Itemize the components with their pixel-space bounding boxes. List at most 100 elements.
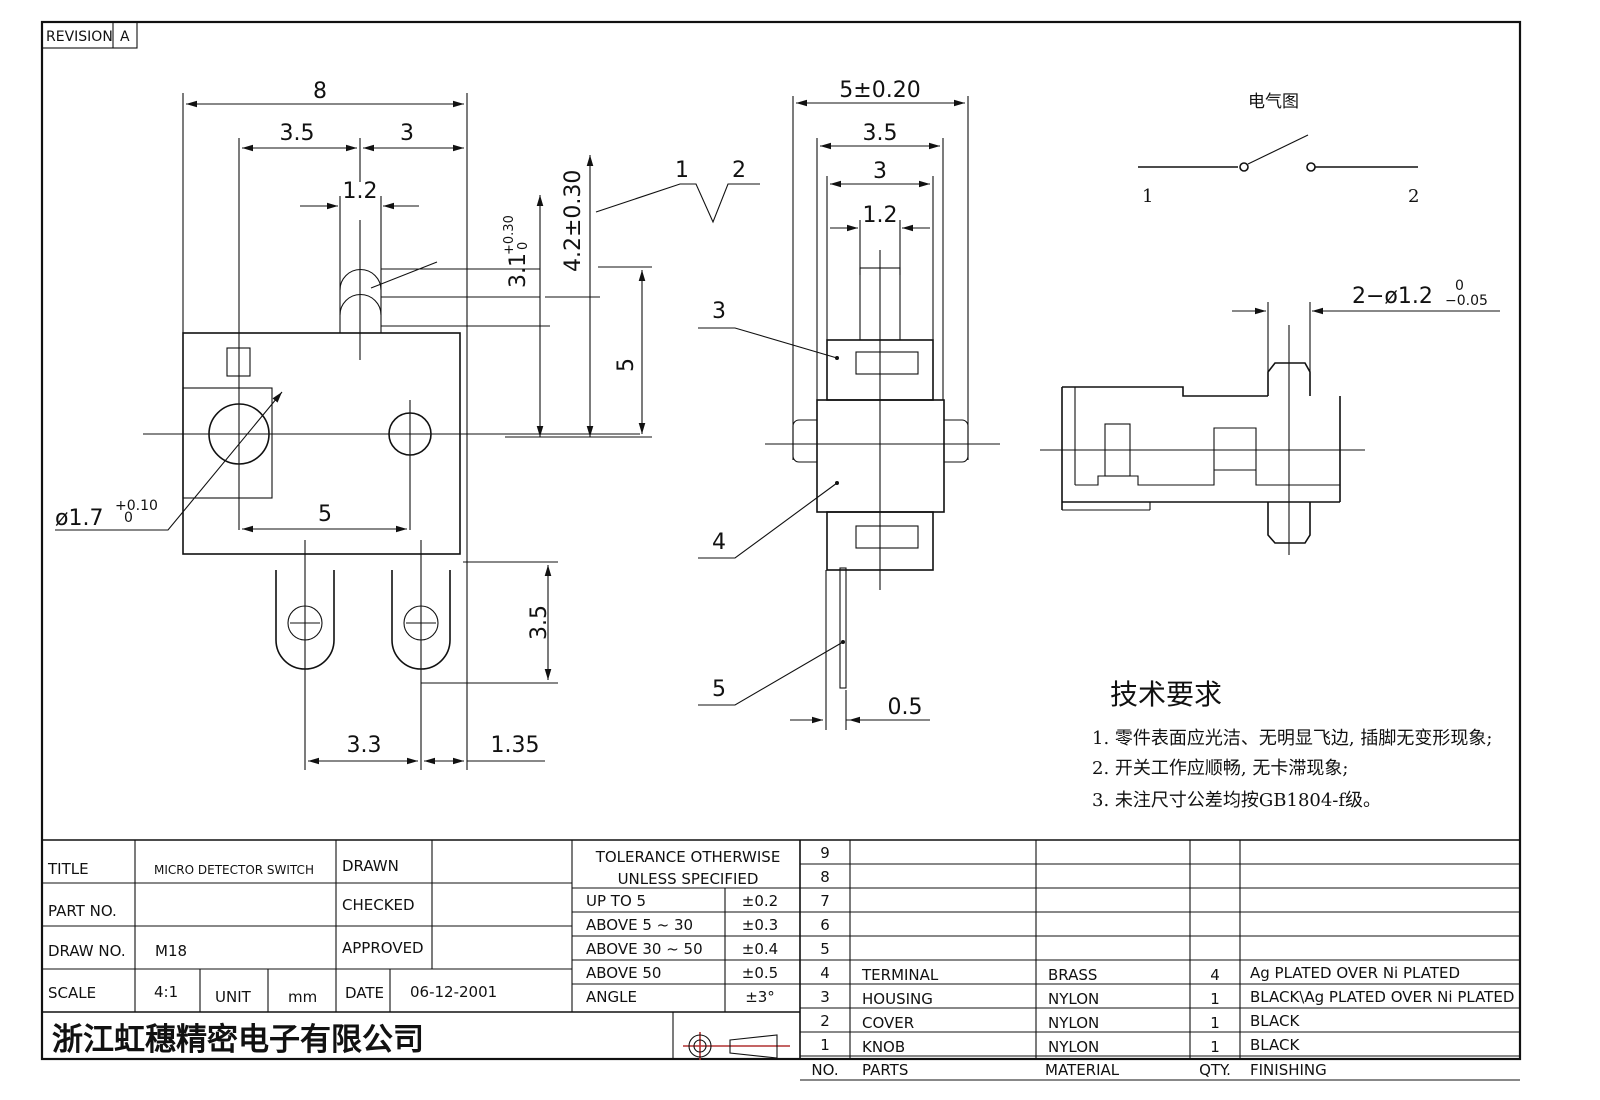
revision-box: REVISION A [41,21,138,49]
scale-value: 4:1 [154,983,178,1001]
pin-dimension-tol-lower: −0.05 [1445,293,1488,309]
bom-qty: 4 [1210,966,1220,984]
bom-header-finishing: FINISHING [1250,1061,1327,1079]
title-value: MICRO DETECTOR SWITCH [154,863,314,877]
tolerance-range: ANGLE [586,988,637,1006]
tolerance-value: ±3° [745,988,775,1006]
bom-row: 1 KNOB NYLON 1 BLACK [820,1036,1300,1056]
bom-no: 9 [820,844,830,862]
bom-row: 6 [820,916,830,934]
mounting-tab [182,387,273,499]
tolerance-range: ABOVE 50 [586,964,661,982]
side-dim-inner-2: 3 [873,159,887,184]
bom-table: 9 8 7 6 5 4 TERMINAL BRASS 4 Ag PLATED OVER Ni PL… [800,840,1520,1081]
housing-lower [826,511,934,571]
sheet-border [40,20,1522,1061]
date-value: 06-12-2001 [410,983,497,1001]
bom-material: BRASS [1048,966,1097,984]
dim-knob-width: 1.2 [343,179,378,204]
callout-3: 3 [712,299,726,324]
bom-part: KNOB [862,1038,905,1056]
date-label: DATE [345,984,384,1002]
bom-no: 2 [820,1012,830,1030]
bom-row: 8 [820,868,830,886]
bom-material: NYLON [1048,990,1099,1008]
bom-row: 4 TERMINAL BRASS 4 Ag PLATED OVER Ni PLATED [820,964,1460,984]
tech-item-3: 3. 未注尺寸公差均按GB1804-f级。 [1092,790,1381,811]
tolerance-value: ±0.2 [742,892,778,910]
side-dim-overall: 5±0.20 [839,78,920,103]
bom-header-qty: QTY. [1199,1061,1231,1079]
bom-material: NYLON [1048,1038,1099,1056]
technical-requirements: 技术要求 1. 零件表面应光洁、无明显飞边, 插脚无变形现象; 2. 开关工作应… [1092,678,1492,811]
side-dim-terminal-thickness: 0.5 [888,695,923,720]
bom-part: HOUSING [862,990,933,1008]
bom-qty: 1 [1210,1014,1220,1032]
pin-dimension-tol-upper: 0 [1455,278,1464,294]
tolerance-value: ±0.5 [742,964,778,982]
dim-right-offset: 3 [400,121,414,146]
dim-left-offset: 3.5 [280,121,315,146]
tolerance-header-2: UNLESS SPECIFIED [618,870,759,888]
part-no-label: PART NO. [48,902,117,920]
callout-4: 4 [712,530,726,555]
electrical-terminal-1: 1 [1142,186,1153,207]
knob [339,196,382,360]
position-label-1: 1 [675,158,689,183]
dim-terminal-edge: 1.35 [491,733,540,758]
scale-label: SCALE [48,984,96,1002]
bom-header-material: MATERIAL [1045,1061,1120,1079]
dim-hole-diameter-tol-lower: 0 [124,510,133,526]
bom-finishing: Ag PLATED OVER Ni PLATED [1250,964,1460,982]
tolerance-range: UP TO 5 [586,892,646,910]
draw-no-label: DRAW NO. [48,942,126,960]
front-view: 8 3.5 3 1.2 3.1 +0.30 0 4.2±0.30 [55,79,760,770]
terminal-right [391,540,451,770]
bom-part: COVER [862,1014,914,1032]
dim-knob-travel: 3.1 [506,253,531,288]
side-view: 5±0.20 3.5 3 1.2 0.5 3 [698,78,1000,730]
dim-hole-diameter-tol-upper: +0.10 [115,498,158,514]
electrical-title: 电气图 [1248,92,1299,112]
bom-header-parts: PARTS [862,1061,908,1079]
dim-knob-travel-tol-lower: 0 [516,242,531,250]
checked-label: CHECKED [342,896,415,914]
bom-finishing: BLACK\Ag PLATED OVER Ni PLATED [1250,988,1514,1006]
bom-finishing: BLACK [1250,1036,1300,1054]
dim-knob-travel-tol-upper: +0.30 [502,215,517,255]
bom-no: 7 [820,892,830,910]
dim-hole-diameter: ø1.7 +0.10 0 [55,498,158,531]
tolerance-value: ±0.3 [742,916,778,934]
unit-label: UNIT [215,988,252,1006]
bom-no: 6 [820,916,830,934]
bom-qty: 1 [1210,1038,1220,1056]
bom-qty: 1 [1210,990,1220,1008]
bom-material: NYLON [1048,1014,1099,1032]
tolerance-header-1: TOLERANCE OTHERWISE [595,848,781,866]
company-name: 浙江虹穗精密电子有限公司 [52,1022,424,1058]
tech-title: 技术要求 [1110,678,1222,711]
side-dim-inner-1: 3.5 [863,121,898,146]
dim-body-height: 5 [614,358,639,372]
approved-label: APPROVED [342,939,424,957]
draw-no-value: M18 [155,942,187,960]
bom-row: 9 [820,844,830,862]
dim-terminal-length: 3.5 [527,605,552,640]
dim-overall-width: 8 [313,79,327,104]
dim-hole-pitch: 5 [318,502,332,527]
dim-terminal-pitch: 3.3 [347,733,382,758]
bom-no: 1 [820,1036,830,1054]
top-view: 2−ø1.2 0 −0.05 [1040,278,1500,555]
bom-row: 7 [820,892,830,910]
bom-no: 4 [820,964,830,982]
tech-item-1: 1. 零件表面应光洁、无明显飞边, 插脚无变形现象; [1092,728,1492,749]
bom-part: TERMINAL [861,966,939,984]
bom-row: 5 [820,940,830,958]
bom-no: 3 [820,988,830,1006]
electrical-terminal-2: 2 [1408,186,1419,207]
bom-row: 3 HOUSING NYLON 1 BLACK\Ag PLATED OVER Ni PL… [820,988,1514,1008]
terminal-left [275,540,335,770]
